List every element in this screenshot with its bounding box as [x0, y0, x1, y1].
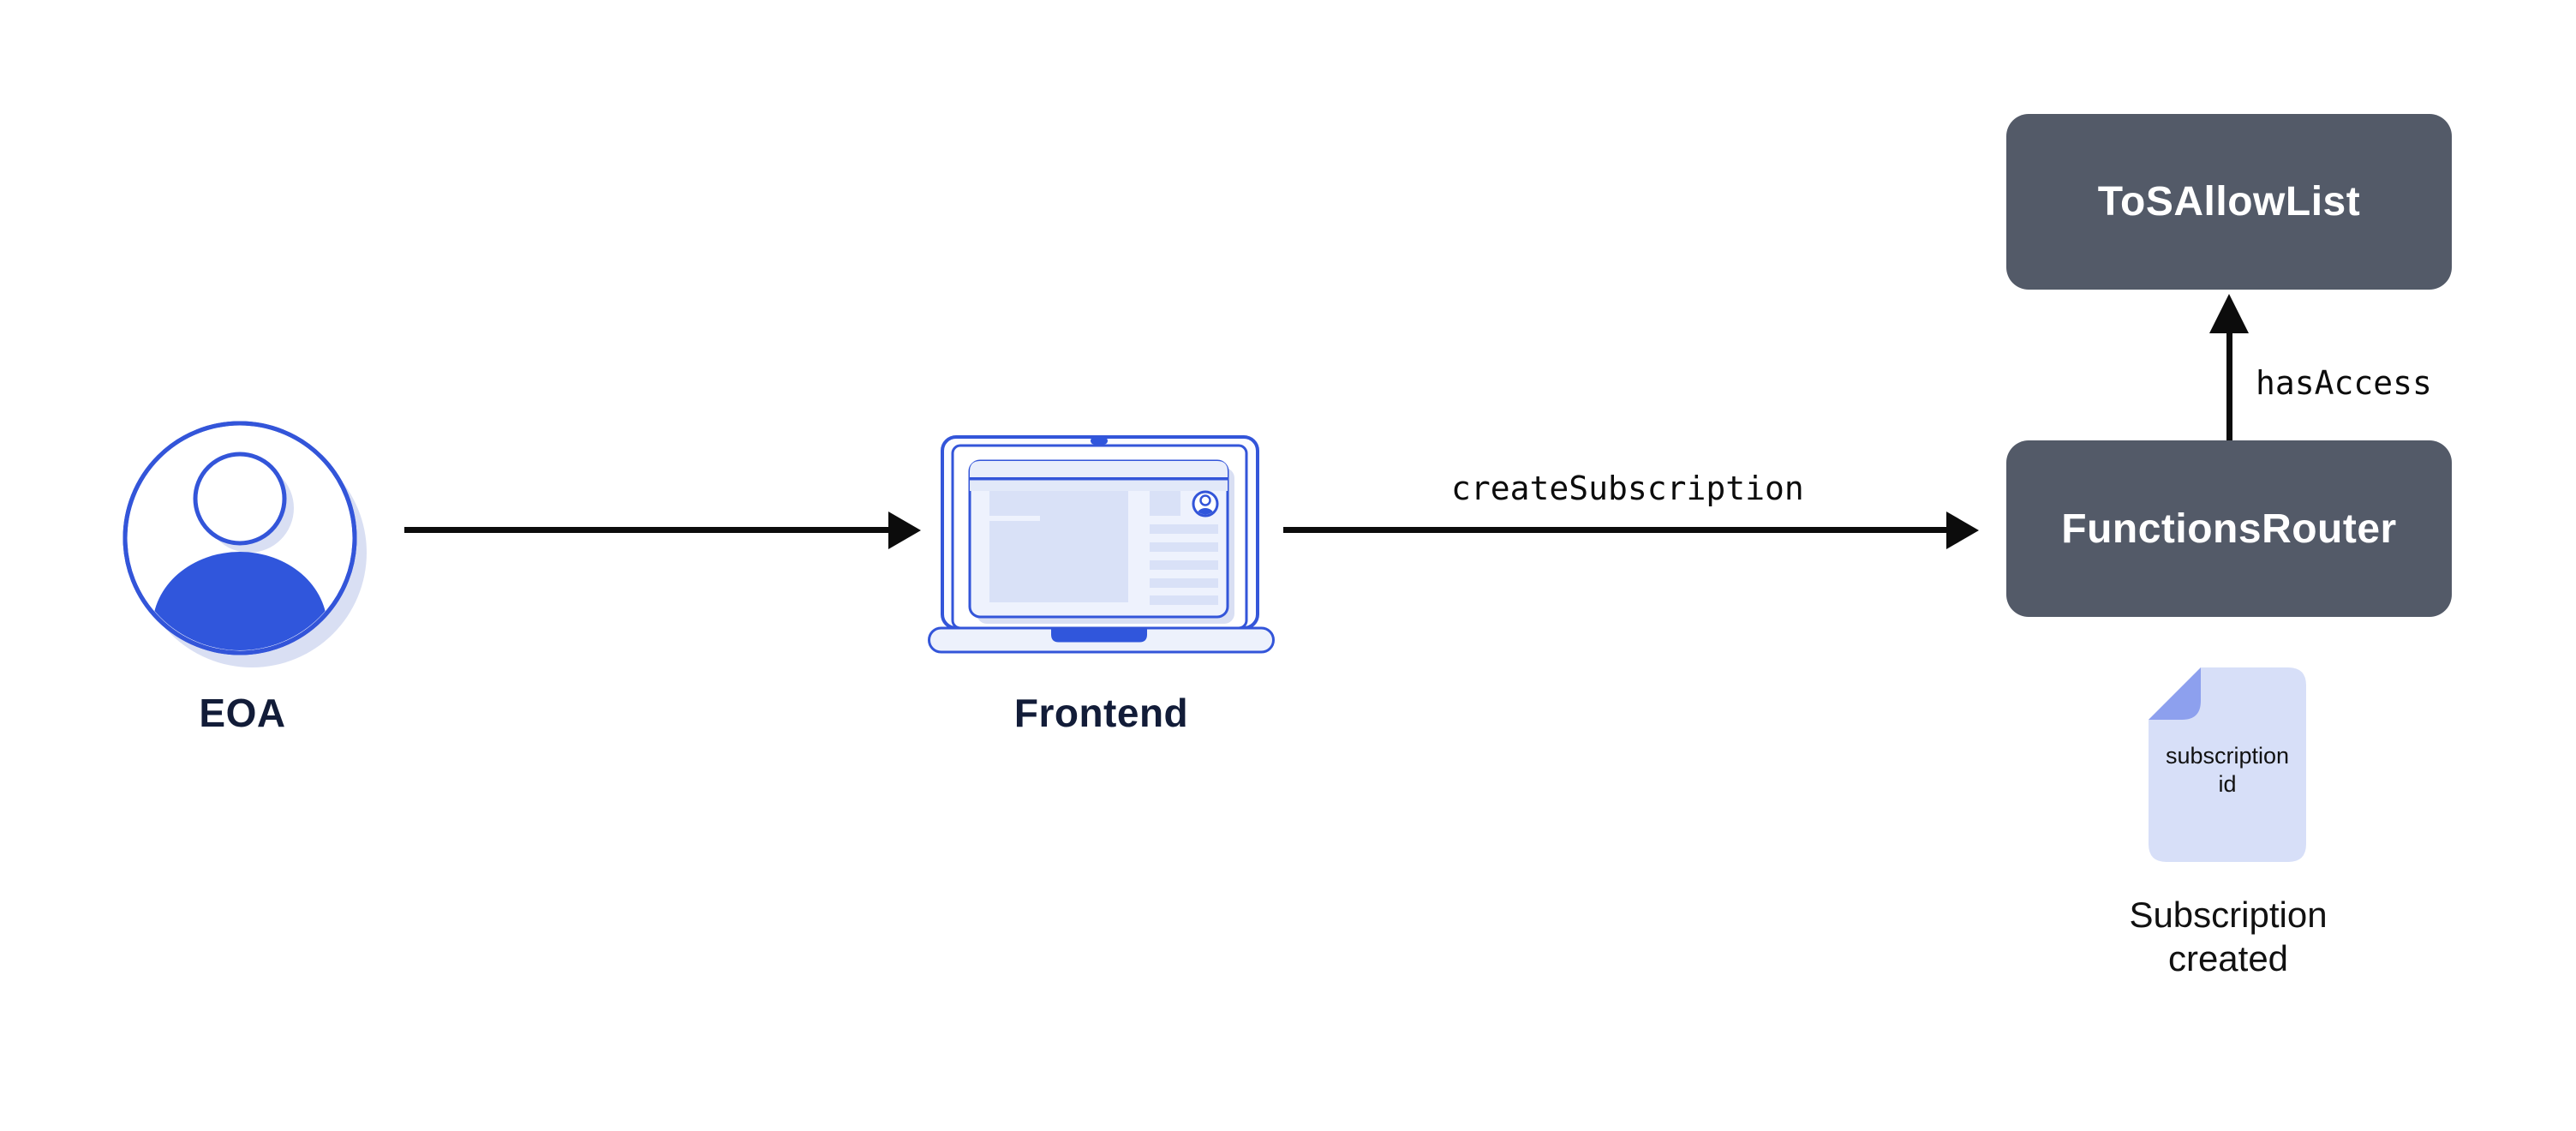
arrow-frontend-to-router-line [1283, 527, 1950, 533]
arrow-router-to-tos-line [2226, 331, 2232, 440]
subscription-doc-text-line1: subscription [2165, 743, 2290, 769]
tos-allow-list-label: ToSAllowList [2097, 179, 2361, 224]
subscription-document-icon [2149, 667, 2306, 862]
has-access-edge-label: hasAccess [2256, 364, 2432, 402]
subscription-created-line1: Subscription [2129, 895, 2328, 935]
arrow-eoa-to-frontend-head [888, 512, 921, 549]
subscription-doc-text: subscription id [2146, 742, 2309, 799]
functions-router-box: FunctionsRouter [2006, 440, 2452, 617]
tos-allow-list-box: ToSAllowList [2006, 114, 2452, 290]
subscription-doc-text-line2: id [2218, 771, 2237, 797]
arrow-frontend-to-router-head [1946, 512, 1979, 549]
frontend-label: Frontend [1013, 691, 1189, 735]
create-subscription-edge-label: createSubscription [1451, 470, 1804, 507]
subscription-created-line2: created [2167, 938, 2289, 978]
functions-router-label: FunctionsRouter [2061, 506, 2397, 552]
arrow-eoa-to-frontend-line [404, 527, 893, 533]
eoa-user-icon [123, 421, 367, 667]
arrow-router-to-tos-head [2209, 294, 2249, 333]
subscription-created-caption: Subscription created [2073, 893, 2383, 980]
frontend-laptop-icon [928, 435, 1275, 654]
eoa-label: EOA [199, 691, 286, 735]
